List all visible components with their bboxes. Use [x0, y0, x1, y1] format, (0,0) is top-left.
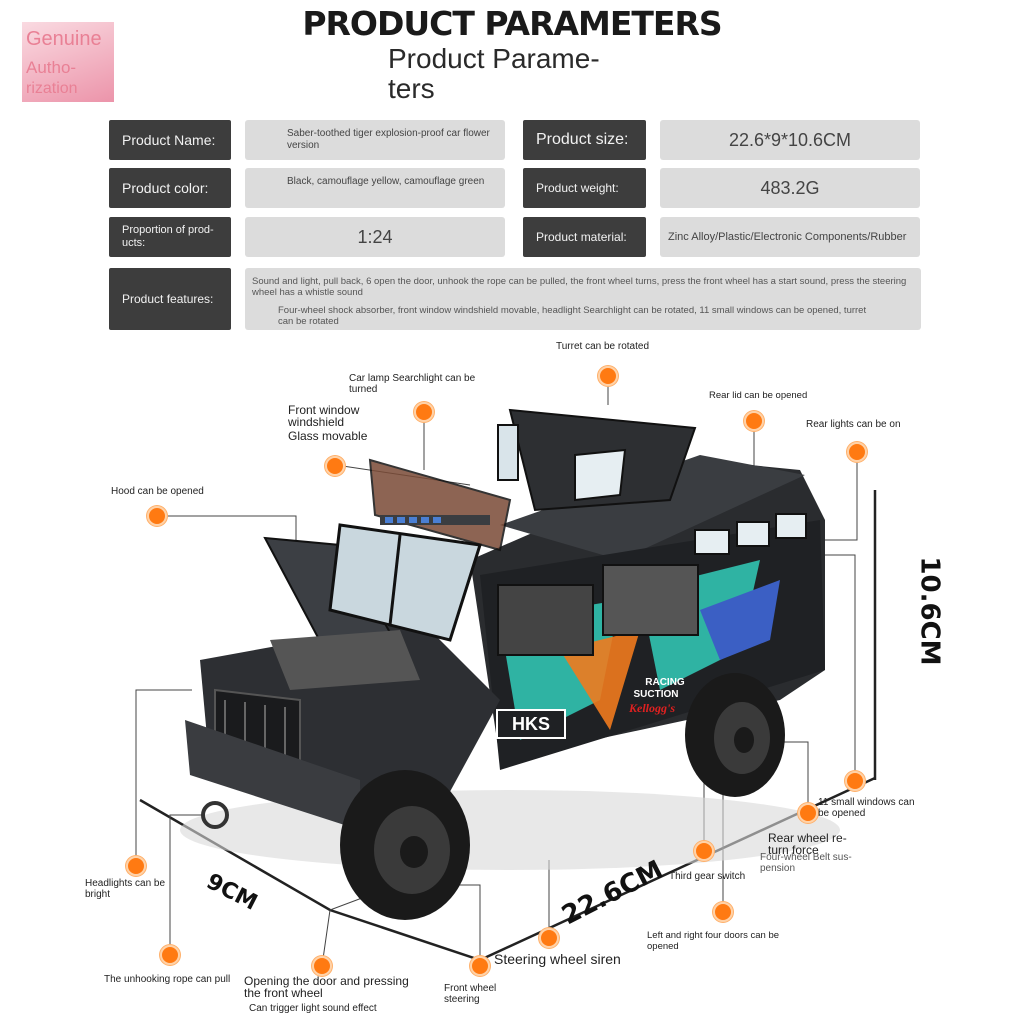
callout-gear-switch: Third gear switch: [669, 871, 746, 882]
product-features-value: Sound and light, pull back, 6 open the d…: [245, 268, 921, 330]
decal-text-3: Kellogg's: [628, 701, 675, 715]
marker-headlights: [126, 856, 146, 876]
decal-text-2: SUCTION: [634, 689, 679, 700]
callout-rear-lights: Rear lights can be on: [806, 419, 901, 430]
marker-windshield: [325, 456, 345, 476]
stamp-line-3: rization: [26, 80, 78, 97]
callout-searchlight: Car lamp Searchlight can be turned: [349, 373, 476, 395]
marker-small-windows: [845, 771, 865, 791]
callout-rope: The unhooking rope can pull: [104, 974, 231, 985]
marker-rear-lights: [847, 442, 867, 462]
marker-rear-lid: [744, 411, 764, 431]
product-size-value: 22.6*9*10.6CM: [660, 120, 920, 160]
marker-door-press: [312, 956, 332, 976]
callout-rear-wheel: Rear wheel re- turn force: [768, 831, 847, 857]
marker-turret: [598, 366, 618, 386]
product-material-value: Zinc Alloy/Plastic/Electronic Components…: [660, 217, 920, 257]
callout-windshield: Front window windshield Glass movable: [288, 403, 368, 443]
product-color-value: Black, camouflage yellow, camouflage gre…: [245, 168, 505, 208]
callout-door-press: Opening the door and pressing the front …: [244, 974, 409, 1000]
callout-small-windows: 11 small windows can be opened: [818, 797, 915, 819]
product-name-label: Product Name:: [109, 120, 231, 160]
product-proportion-label: Proportion of prod-ucts:: [109, 217, 231, 257]
stamp-line-2: Autho-: [26, 58, 77, 77]
subtitle-line-1: Product Parame-: [388, 43, 600, 74]
marker-rope: [160, 945, 180, 965]
marker-hood: [147, 506, 167, 526]
callout-door-press-effect: Can trigger light sound effect: [249, 1003, 377, 1014]
page-title: PRODUCT PARAMETERS: [302, 4, 722, 43]
stamp-line-1: Genuine: [26, 28, 102, 50]
product-weight-value: 483.2G: [660, 168, 920, 208]
callout-rear-lid: Rear lid can be opened: [709, 390, 808, 401]
marker-rear-wheel: [798, 803, 818, 823]
features-line-1: Sound and light, pull back, 6 open the d…: [252, 276, 907, 298]
product-proportion-value: 1:24: [245, 217, 505, 257]
product-features-label: Product features:: [109, 268, 231, 330]
marker-siren: [539, 928, 559, 948]
subtitle-line-2: ters: [388, 73, 435, 104]
callout-turret: Turret can be rotated: [556, 341, 650, 352]
product-name-value: Saber-toothed tiger explosion-proof car …: [245, 120, 505, 160]
callout-doors: Left and right four doors can be opened: [647, 930, 780, 952]
callout-siren: Steering wheel siren: [494, 951, 621, 967]
marker-doors: [713, 902, 733, 922]
product-size-label: Product size:: [523, 120, 646, 160]
decal-brand: HKS: [512, 714, 550, 734]
marker-steering: [470, 956, 490, 976]
dimension-height: 10.6CM: [914, 556, 945, 666]
decal-text-1: RACING: [645, 677, 685, 688]
armored-vehicle: HKS RACING SUCTION Kellogg's: [185, 408, 825, 920]
callout-hood: Hood can be opened: [111, 486, 204, 497]
features-line-2: Four-wheel shock absorber, front window …: [278, 305, 867, 327]
callout-steering: Front wheel steering: [444, 983, 497, 1005]
front-wheel: [340, 770, 470, 920]
authorization-stamp: Genuine Autho- rization: [22, 22, 114, 102]
page-subtitle: Product Parame- ters: [388, 44, 648, 104]
product-color-label: Product color:: [109, 168, 231, 208]
product-weight-label: Product weight:: [523, 168, 646, 208]
callout-suspension: Four-wheel Belt sus- pension: [760, 852, 852, 874]
dimension-lines: [139, 490, 877, 962]
marker-gear-switch: [694, 841, 714, 861]
callout-headlights: Headlights can be bright: [85, 878, 166, 900]
leader-lines: [135, 386, 858, 967]
rear-wheel: [685, 673, 785, 797]
marker-searchlight: [414, 402, 434, 422]
product-material-label: Product material:: [523, 217, 646, 257]
